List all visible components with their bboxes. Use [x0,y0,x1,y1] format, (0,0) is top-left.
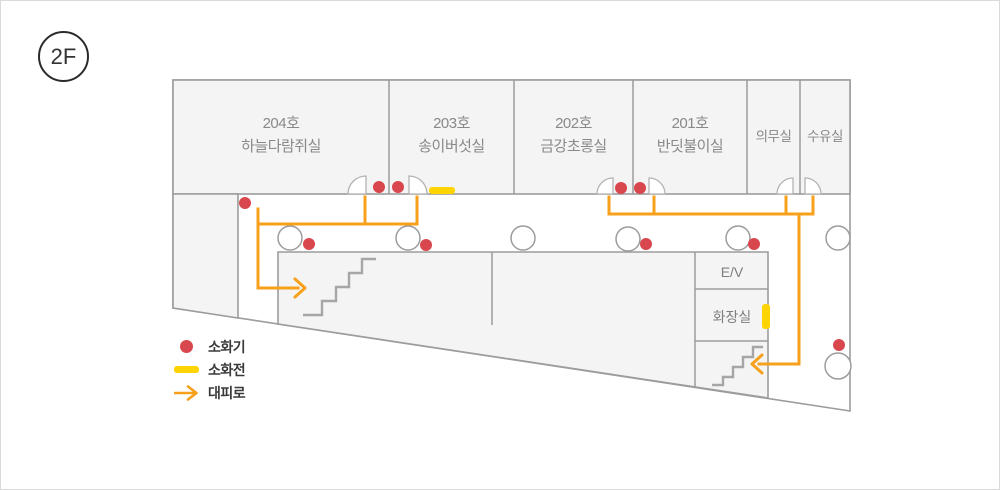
fire-extinguisher-dot [833,339,845,351]
room-name: 반딧불이실 [656,138,724,155]
room-label-204: 204호 하늘다람쥐실 [173,112,389,158]
legend-item-escape-route: 대피로 [174,381,246,404]
door-icon-204 [347,175,367,195]
door-icon-infirmary [776,177,794,195]
escape-route-arrow-icon [174,384,202,401]
left-room-strip [172,193,239,319]
stairs-left [303,257,376,317]
escape-arrow-left-icon [750,353,764,375]
toilet-label: 화장실 [712,309,752,325]
evacuation-route-right [607,195,815,375]
fire-extinguishers [239,181,845,351]
door-icon-202 [596,177,614,195]
room-label-infirmary: 의무실 [755,129,792,144]
fire-extinguisher-dot [748,238,760,250]
room-label-nursing: 수유실 [807,129,843,144]
rooms-top-row [172,79,851,195]
fire-extinguisher-dot [239,197,251,209]
stairs-right [712,345,763,387]
evacuation-route-left [256,195,419,299]
fire-hydrant-bar-icon [174,366,202,373]
column-circle [725,225,751,251]
room-number: 201호 [671,115,709,132]
central-block [277,251,769,399]
fire-extinguisher-dot-icon [174,340,202,353]
column-circle [824,352,852,380]
legend: 소화기 소화전 대피로 [174,335,246,404]
floor-badge: 2F [38,31,89,82]
room-divider-walls [388,80,801,194]
fire-extinguisher-dot [640,238,652,250]
fire-extinguisher-dot [373,181,385,193]
room-number: 204호 [262,115,300,132]
central-block-walls [491,252,768,387]
fire-hydrants [429,187,770,329]
escape-arrow-right-icon [293,277,307,299]
fire-extinguisher-dot [420,239,432,251]
door-icons [347,175,822,195]
corridor-columns [277,225,852,380]
column-circle [510,225,536,251]
legend-label: 소화기 [208,338,246,355]
fire-extinguisher-dot [615,182,627,194]
legend-item-extinguisher: 소화기 [174,335,246,358]
door-icon-203 [408,175,428,195]
fire-hydrant-bar [762,304,770,329]
room-label-203: 203호 송이버섯실 [389,112,514,158]
legend-item-hydrant: 소화전 [174,358,246,381]
room-number: 202호 [555,115,592,132]
door-icon-nursing [804,177,822,195]
column-circle [277,225,303,251]
room-number: 203호 [433,115,470,132]
room-name: 금강초롱실 [540,138,607,155]
column-circle [395,225,421,251]
column-circle [615,226,641,252]
door-icon-201 [648,177,666,195]
fire-hydrant-bar [429,187,455,194]
room-label-202: 202호 금강초롱실 [514,112,633,158]
elevator-label: E/V [720,264,744,280]
legend-label: 소화전 [208,361,246,378]
fire-extinguisher-dot [303,238,315,250]
legend-label: 대피로 [208,384,246,401]
room-name: 하늘다람쥐실 [241,138,321,155]
room-label-201: 201호 반딧불이실 [633,112,747,158]
fire-extinguisher-dot [392,181,404,193]
room-name: 송이버섯실 [418,138,485,155]
column-circle [825,225,851,251]
fire-extinguisher-dot [634,182,646,194]
